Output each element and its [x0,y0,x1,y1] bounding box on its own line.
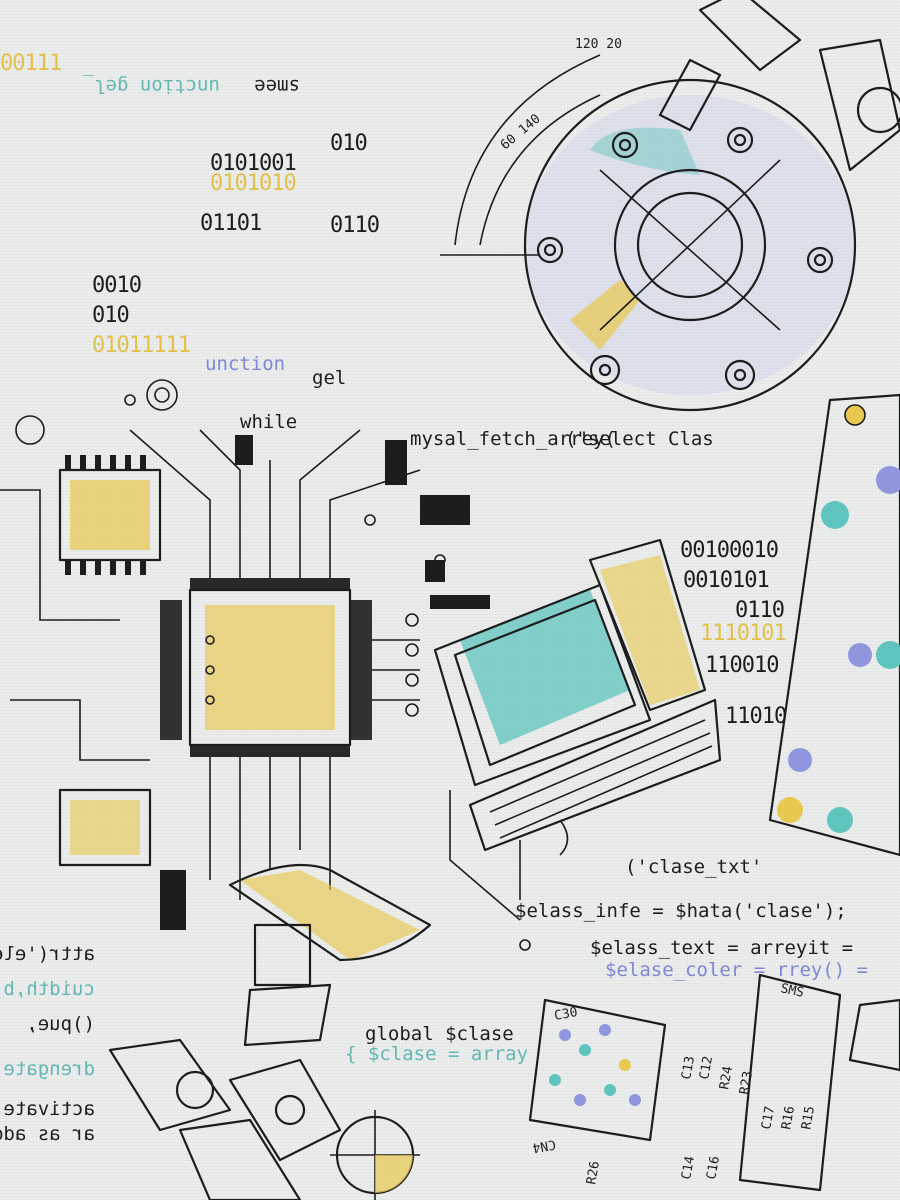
binary-line-3: 01101 [200,211,261,236]
code-gel: gel [312,367,346,389]
flange-blueprint: 120 20 60 140 [440,37,857,412]
dimension-label-arc: 60 140 [498,111,544,153]
label-r15: R15 [799,1105,818,1131]
binary-right-3: 1110101 [700,621,786,646]
binary-line-6: 010 [92,303,129,328]
code-clase-array: { $clase = array [345,1043,528,1065]
label-cn4: CN4 [531,1136,557,1155]
retro-computer [433,538,722,852]
mirrored-line-2: ()pue, [26,1013,95,1035]
mirrored-line-4: activate [3,1098,95,1120]
label-c13: C13 [679,1055,698,1081]
code-snippets-middle: unction gel while mysal_fetch_arrey( ("s… [205,353,714,450]
binary-right-4: 110010 [705,653,778,678]
microchip-small-left [15,379,178,575]
label-r23: R23 [737,1070,756,1096]
code-clase-txt: ('clase_txt' [625,856,762,878]
mirrored-code-top: smee unction gel_ [82,75,300,97]
binary-right-5: 11010 [725,704,786,729]
label-sms: SMS [779,981,805,1001]
label-r16: R16 [779,1105,798,1131]
label-c12: C12 [697,1055,716,1081]
code-unction-gel: unction gel_ [82,75,220,97]
binary-code-block: 00111 010 0101001 0101010 01101 0110 001… [0,51,380,358]
binary-code-right: 00100010 0010101 0110 1110101 110010 110… [680,538,787,729]
code-snippets-lower: ('clase_txt' $elass_infe = $hata('clase'… [345,856,868,1065]
label-c14: C14 [679,1155,698,1181]
mirrored-line-0: attr('ele [0,943,95,965]
binary-line-2: 0101010 [210,171,296,196]
code-smee: smee [254,75,300,97]
binary-right-1: 0010101 [683,568,769,593]
spotlight-lamp [228,863,432,1047]
mirrored-line-1: cuidth,b.ed [0,978,95,1000]
binary-line-5: 0010 [92,273,141,298]
pcb-bottom-right: SMS C30 C13 C12 R24 R23 C17 R16 R15 C14 … [528,973,900,1192]
code-unction: unction [205,353,285,375]
label-c16: C16 [704,1155,723,1181]
circuit-board-right [768,393,900,857]
binary-line-7: 01011111 [92,333,190,358]
circuit-traces [0,394,569,951]
mirrored-line-5: ar as adde [0,1123,95,1145]
binary-line-0: 010 [330,131,367,156]
microchip-main [129,429,421,900]
label-c30: C30 [553,1005,579,1024]
mirrored-line-3: drengate [3,1058,95,1080]
dimension-label-top: 120 20 [575,37,622,52]
label-c17: C17 [759,1105,778,1131]
binary-line-topleft: 00111 [0,51,61,76]
label-r24: R24 [717,1065,736,1091]
robot-arm-bottom [108,1038,342,1200]
target-crosshair [330,1110,420,1200]
binary-line-4: 0110 [330,213,379,238]
code-elass-text: $elass_text = arreyit = [590,937,853,959]
microchip-small-lower [58,435,490,930]
code-global-clase: global $clase [365,1023,514,1045]
label-r26: R26 [584,1160,603,1186]
code-elass-infe: $elass_infe = $hata('clase'); [515,900,847,922]
code-select-clas: ("select Clas [565,428,714,450]
robot-arm-top [658,0,900,172]
mirrored-code-bottom-left: attr('ele cuidth,b.ed ()pue, drengate ac… [0,943,95,1145]
code-while: while [240,411,297,433]
binary-right-2: 0110 [735,598,784,623]
binary-line-1: 0101001 [210,151,296,176]
code-elase-coler: $elase_coler = rrey() = [605,959,868,981]
code-mysal-fetch: mysal_fetch_arrey( [410,428,616,450]
binary-right-0: 00100010 [680,538,778,563]
